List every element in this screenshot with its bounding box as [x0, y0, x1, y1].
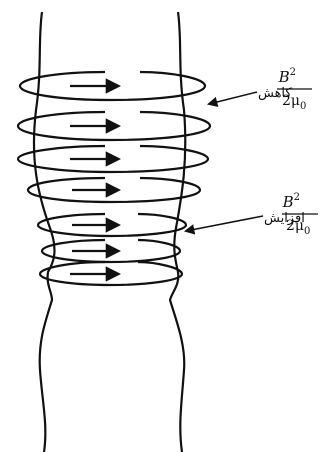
upper-denominator: 2μ0	[282, 93, 306, 112]
field-loop-4	[28, 178, 200, 202]
upper-numerator: B2	[278, 67, 296, 86]
magnetic-field-loops	[18, 72, 210, 285]
field-loop-1	[20, 72, 205, 100]
lower-denominator: 2μ0	[286, 218, 310, 237]
lower-numerator: B2	[282, 192, 300, 211]
field-loop-2	[18, 112, 210, 140]
field-loop-7	[40, 262, 182, 285]
upper-label-pointer	[209, 92, 257, 104]
field-loop-3	[18, 146, 208, 172]
lower-label-pointer	[186, 216, 263, 231]
field-loop-5	[38, 214, 186, 236]
field-loop-6	[42, 240, 180, 262]
lower-label: افزایش B2 2μ0	[264, 192, 318, 237]
upper-label: کاهش B2 2μ0	[258, 67, 312, 112]
